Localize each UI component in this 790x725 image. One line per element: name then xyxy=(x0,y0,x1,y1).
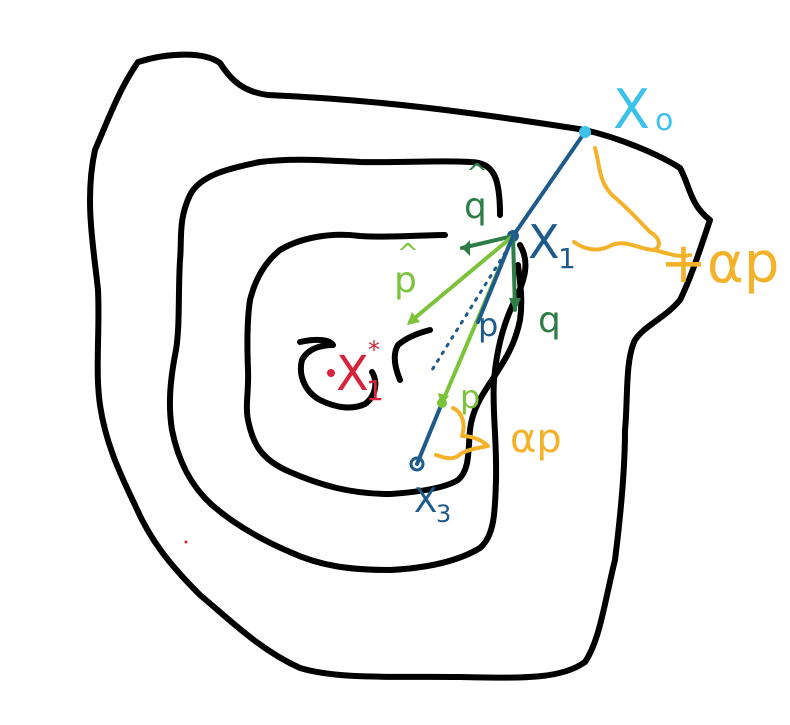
label-q-hat: q xyxy=(464,186,487,227)
x0-point xyxy=(579,126,591,138)
label-p-hat-mark: ^ xyxy=(397,239,419,269)
label-xstar-sup: * xyxy=(368,336,380,364)
label-x1-sub: 1 xyxy=(558,242,576,275)
x3-point xyxy=(409,456,425,472)
label-x0-sub: o xyxy=(655,103,673,138)
middle-contour xyxy=(166,156,529,573)
label-q: q xyxy=(538,300,561,341)
q-arrowhead xyxy=(509,298,521,312)
step-x0-x1 xyxy=(511,130,587,238)
label-p-green: p xyxy=(460,378,480,416)
p-hat-arrowhead xyxy=(407,312,420,325)
label-x1: X xyxy=(528,215,560,269)
p-hat-vector xyxy=(408,234,515,324)
alpha-p-bracket-right xyxy=(572,146,661,252)
innermost-contour xyxy=(297,336,379,411)
optimum-point xyxy=(327,369,335,377)
label-x3: X xyxy=(414,481,437,521)
q-vector xyxy=(511,234,517,312)
label-x3-sub: 3 xyxy=(436,500,451,528)
label-alpha-p-right: +αp xyxy=(660,231,779,296)
label-q-hat-mark: ^ xyxy=(466,159,488,189)
alpha-p-bracket-mid xyxy=(434,406,490,461)
p-tip-point xyxy=(437,398,447,408)
label-xstar: X xyxy=(336,346,369,402)
p-direction-line xyxy=(476,234,515,324)
alpha-p-bracket-right-tail xyxy=(652,248,692,259)
q-hat-arrowhead xyxy=(462,240,470,256)
label-x0: X xyxy=(613,78,650,141)
red-speck xyxy=(184,540,188,544)
step-to-x3 xyxy=(415,401,444,466)
q-hat-vector xyxy=(460,234,515,250)
label-p-hat: p xyxy=(394,260,417,301)
label-xstar-sub: 1 xyxy=(366,374,384,407)
inner-contour xyxy=(243,231,525,497)
dotted-search-line xyxy=(430,243,512,372)
label-p-blue: p xyxy=(478,306,498,344)
outer-contour xyxy=(87,51,713,681)
label-alpha-p-mid: αp xyxy=(510,416,562,462)
